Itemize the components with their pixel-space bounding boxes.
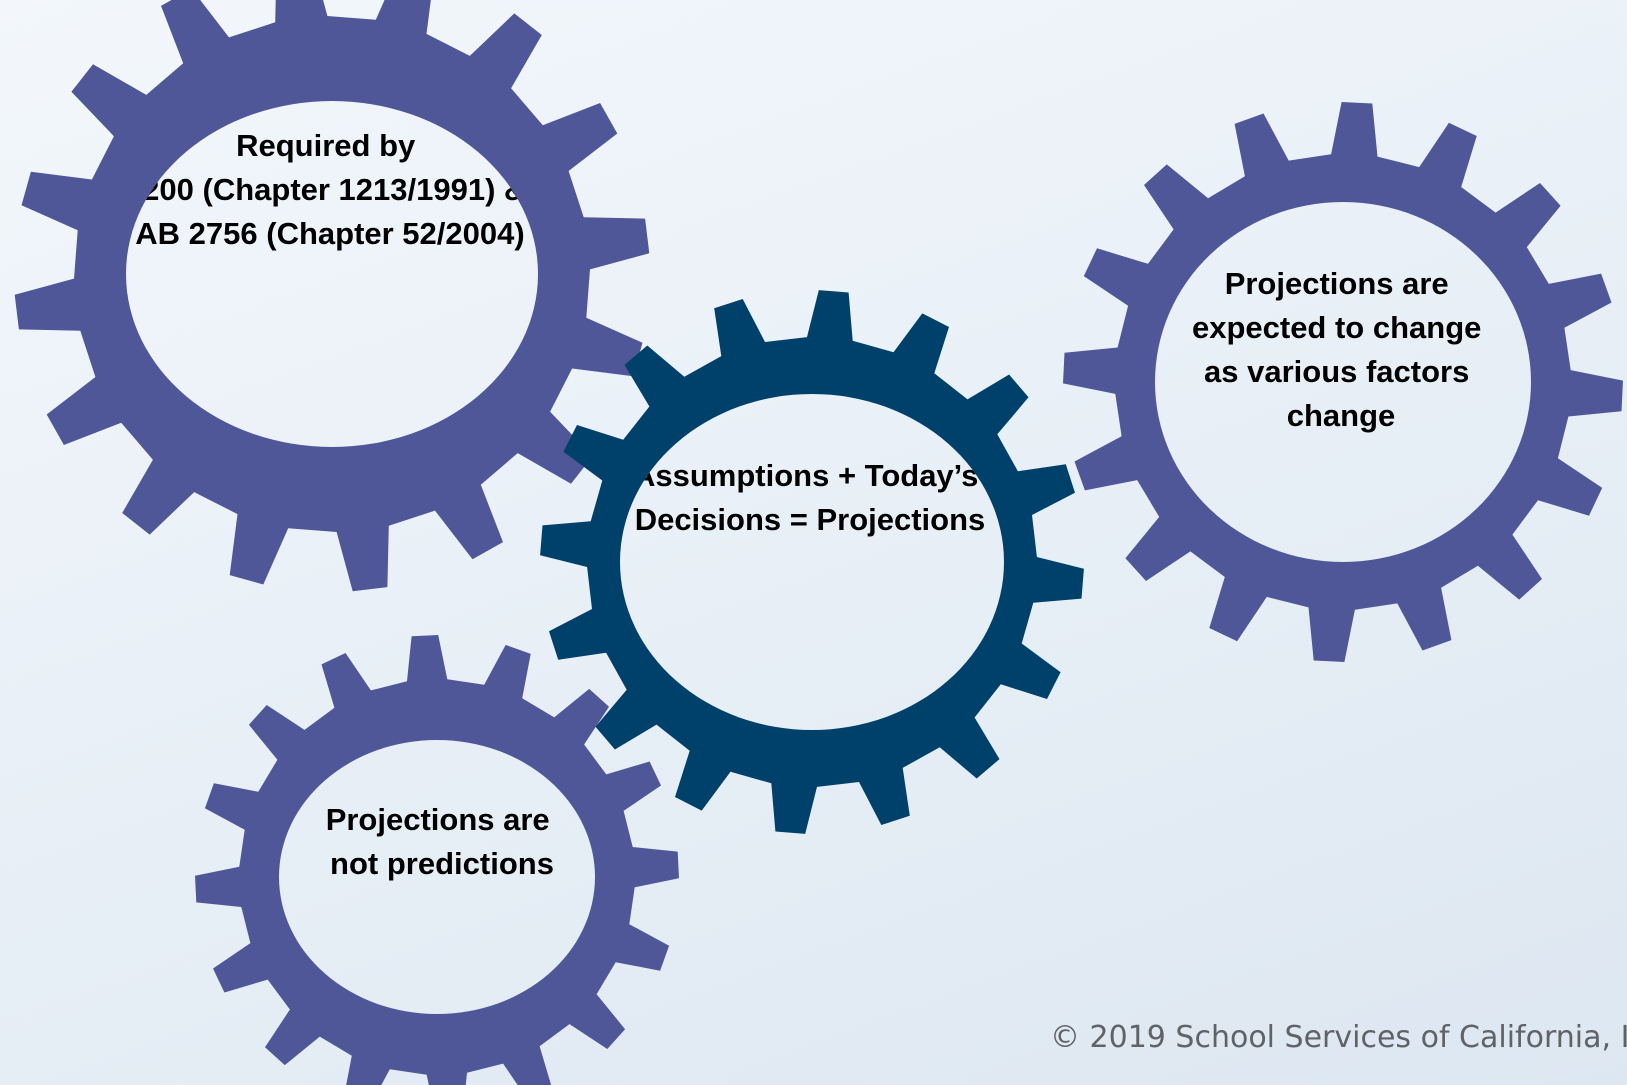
- gear-3-line-2: Decisions = Projections: [635, 502, 986, 537]
- gear-assumptions: Assumptions + Today’s Decisions = Projec…: [540, 290, 1084, 834]
- gear-4-line-2: not predictions: [330, 846, 554, 881]
- gear-1-line-1: Required by: [236, 128, 416, 163]
- gear-1-line-3: AB 2756 (Chapter 52/2004): [135, 216, 524, 251]
- gear-2-line-2: expected to change: [1192, 310, 1481, 345]
- gear-2-line-3: as various factors: [1204, 354, 1469, 389]
- gear-3-line-1: Assumptions + Today’s: [633, 458, 978, 493]
- gear-4-text: Projections are not predictions: [326, 802, 559, 881]
- gear-2-shape: [1063, 102, 1623, 662]
- gear-1-text: Required by 1200 (Chapter 1213/1991) & A…: [125, 128, 535, 251]
- gear-projections-change: Projections are expected to change as va…: [1063, 102, 1623, 662]
- gear-3-text: Assumptions + Today’s Decisions = Projec…: [633, 458, 987, 537]
- gear-required-by: Required by 1200 (Chapter 1213/1991) & A…: [14, 0, 650, 592]
- gear-2-line-4: change: [1287, 398, 1396, 433]
- gear-1-shape: [14, 0, 650, 592]
- gear-not-predictions: Projections are not predictions: [195, 635, 679, 1085]
- copyright-footer: © 2019 School Services of California, In…: [1050, 1020, 1627, 1055]
- gear-4-line-1: Projections are: [326, 802, 550, 837]
- gear-3-shape: [540, 290, 1084, 834]
- gear-1-line-2: 1200 (Chapter 1213/1991) &: [125, 172, 527, 207]
- gear-2-text: Projections are expected to change as va…: [1192, 266, 1490, 433]
- gear-4-shape: [195, 635, 679, 1085]
- gear-2-line-1: Projections are: [1225, 266, 1449, 301]
